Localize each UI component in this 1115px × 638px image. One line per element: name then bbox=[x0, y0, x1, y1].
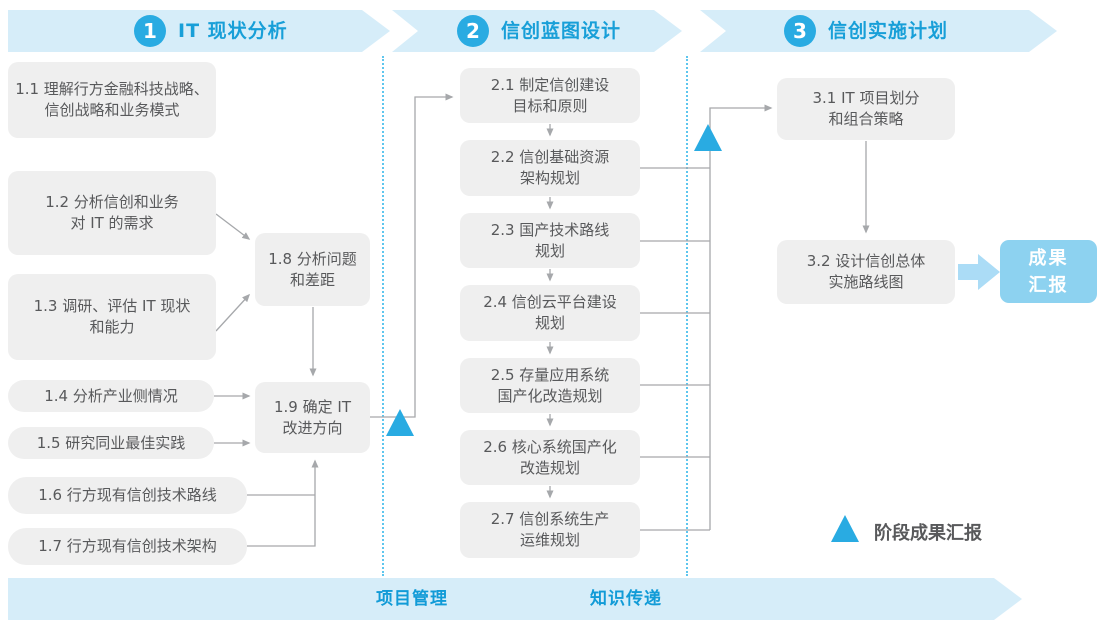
node-1-1: 1.1 理解行方金融科技战略、 信创战略和业务模式 bbox=[8, 62, 216, 138]
node-2-3-line1: 2.3 国产技术路线 bbox=[490, 220, 610, 239]
node-1-9-line1: 1.9 确定 IT bbox=[274, 397, 351, 416]
node-3-2-line2: 实施路线图 bbox=[828, 273, 904, 291]
node-1-8-line1: 1.8 分析问题 bbox=[268, 249, 357, 268]
phase-2-banner: 2 信创蓝图设计 bbox=[392, 10, 682, 52]
node-1-6-line1: 1.6 行方现有信创技术路线 bbox=[38, 486, 217, 504]
node-2-1: 2.1 制定信创建设 目标和原则 bbox=[460, 68, 640, 123]
node-1-7-line1: 1.7 行方现有信创技术架构 bbox=[38, 537, 217, 555]
node-1-7: 1.7 行方现有信创技术架构 bbox=[8, 528, 247, 565]
node-2-1-line2: 目标和原则 bbox=[512, 96, 588, 115]
footer-label-knowledge-transfer: 知识传递 bbox=[590, 589, 662, 609]
node-3-2: 3.2 设计信创总体 实施路线图 bbox=[777, 240, 955, 304]
node-1-4: 1.4 分析产业侧情况 bbox=[8, 380, 214, 412]
result-line1: 成果 bbox=[1028, 247, 1069, 269]
node-2-4: 2.4 信创云平台建设 规划 bbox=[460, 285, 640, 341]
phase-3-banner: 3 信创实施计划 bbox=[700, 10, 1057, 52]
phase-2-3-separator bbox=[686, 56, 688, 576]
node-1-3-line1: 1.3 调研、评估 IT 现状 bbox=[33, 297, 191, 315]
node-1-1-line2: 信创战略和业务模式 bbox=[44, 101, 180, 119]
node-1-9-line2: 改进方向 bbox=[282, 418, 343, 437]
node-1-4-line1: 1.4 分析产业侧情况 bbox=[44, 386, 178, 405]
node-2-5-line2: 国产化改造规划 bbox=[497, 386, 603, 405]
node-1-2-line1: 1.2 分析信创和业务 bbox=[45, 193, 179, 211]
legend-triangle-icon bbox=[831, 515, 859, 542]
node-2-3: 2.3 国产技术路线 规划 bbox=[460, 213, 640, 268]
node-2-5-line1: 2.5 存量应用系统 bbox=[490, 365, 610, 384]
node-2-1-line1: 2.1 制定信创建设 bbox=[490, 75, 610, 94]
phase-1-banner: 1 IT 现状分析 bbox=[8, 10, 390, 52]
milestone-triangle-phase2 bbox=[694, 124, 722, 151]
result-line2: 汇报 bbox=[1028, 274, 1069, 296]
node-2-3-line2: 规划 bbox=[534, 241, 565, 260]
legend-label: 阶段成果汇报 bbox=[874, 523, 982, 544]
phase-2-title: 信创蓝图设计 bbox=[501, 20, 622, 42]
node-2-6-line2: 改造规划 bbox=[519, 458, 580, 477]
result-report-box: 成果 汇报 bbox=[1000, 240, 1097, 303]
phase-1-2-separator bbox=[382, 56, 384, 576]
milestone-triangle-phase1 bbox=[386, 409, 414, 436]
node-1-1-line1: 1.1 理解行方金融科技战略、 bbox=[15, 80, 209, 98]
node-2-7-line2: 运维规划 bbox=[519, 531, 580, 549]
node-1-2-line2: 对 IT 的需求 bbox=[70, 214, 154, 232]
node-2-5: 2.5 存量应用系统 国产化改造规划 bbox=[460, 358, 640, 413]
node-2-7: 2.7 信创系统生产 运维规划 bbox=[460, 502, 640, 558]
node-3-1: 3.1 IT 项目划分 和组合策略 bbox=[777, 78, 955, 140]
node-1-3: 1.3 调研、评估 IT 现状 和能力 bbox=[8, 274, 216, 360]
node-1-5-line1: 1.5 研究同业最佳实践 bbox=[36, 433, 186, 452]
node-2-2-line2: 架构规划 bbox=[519, 169, 580, 187]
node-1-2: 1.2 分析信创和业务 对 IT 的需求 bbox=[8, 171, 216, 255]
node-3-2-line1: 3.2 设计信创总体 bbox=[806, 252, 926, 270]
node-2-4-line1: 2.4 信创云平台建设 bbox=[483, 293, 617, 311]
node-2-6-line1: 2.6 核心系统国产化 bbox=[483, 437, 617, 456]
node-3-1-line2: 和组合策略 bbox=[828, 110, 904, 128]
node-3-1-line1: 3.1 IT 项目划分 bbox=[812, 89, 920, 107]
node-1-6: 1.6 行方现有信创技术路线 bbox=[8, 477, 247, 514]
node-1-8-line2: 和差距 bbox=[289, 270, 335, 289]
node-1-5: 1.5 研究同业最佳实践 bbox=[8, 427, 214, 459]
node-1-8: 1.8 分析问题 和差距 bbox=[255, 233, 370, 306]
phase-1-number-badge: 1 bbox=[134, 15, 166, 47]
node-2-2: 2.2 信创基础资源 架构规划 bbox=[460, 140, 640, 196]
node-2-6: 2.6 核心系统国产化 改造规划 bbox=[460, 430, 640, 485]
node-1-3-line2: 和能力 bbox=[89, 318, 135, 336]
footer-banner: 项目管理 知识传递 bbox=[8, 578, 1022, 620]
node-2-2-line1: 2.2 信创基础资源 bbox=[490, 148, 610, 166]
node-2-4-line2: 规划 bbox=[534, 314, 565, 332]
node-2-7-line1: 2.7 信创系统生产 bbox=[490, 510, 610, 528]
phase-1-title: IT 现状分析 bbox=[178, 20, 288, 42]
phase-3-number-badge: 3 bbox=[784, 15, 816, 47]
phase-3-title: 信创实施计划 bbox=[828, 20, 949, 42]
phase-2-number-badge: 2 bbox=[457, 15, 489, 47]
node-1-9: 1.9 确定 IT 改进方向 bbox=[255, 382, 370, 453]
footer-label-project-management: 项目管理 bbox=[376, 589, 448, 609]
